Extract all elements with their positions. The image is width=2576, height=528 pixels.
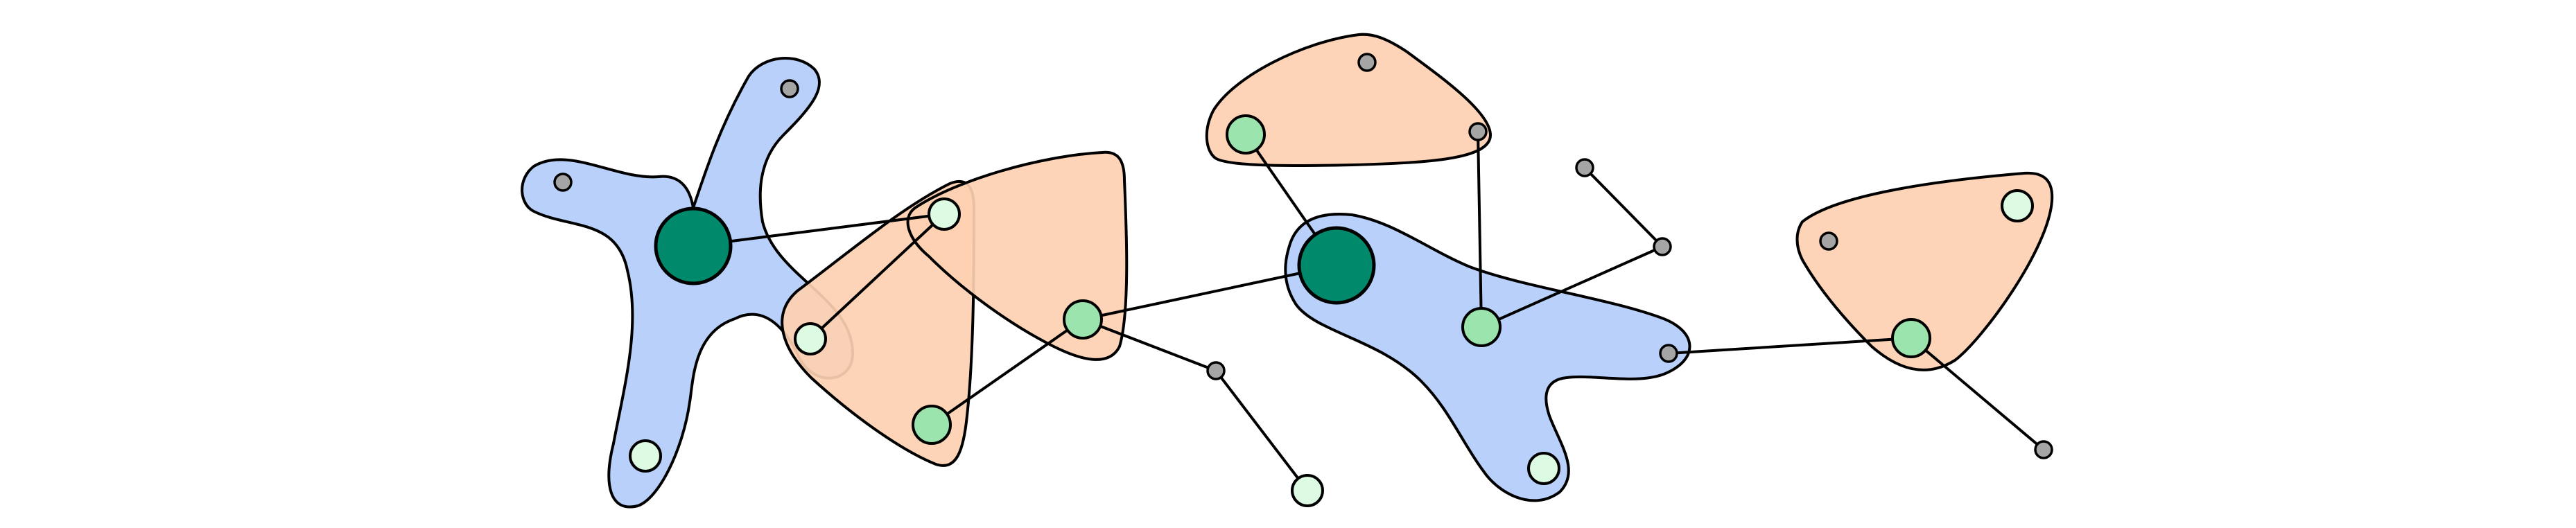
node-small-n14: [780, 79, 799, 98]
node-small-n19: [1819, 231, 1838, 251]
node-hub-n02: [1297, 226, 1376, 305]
node-light-n08: [794, 322, 827, 355]
node-small-n15: [553, 173, 573, 192]
edge-n07-n23: [1910, 337, 2045, 451]
edge-n18-n11: [1215, 369, 1309, 492]
edge-n09-n08: [809, 213, 946, 340]
node-light-n12: [1527, 452, 1560, 485]
node-small-n17: [1468, 122, 1488, 141]
node-small-n16: [1357, 53, 1377, 72]
edge-n03-n04: [930, 318, 1084, 426]
node-light-n13: [2001, 189, 2034, 222]
edge-n06-n17: [1477, 130, 1483, 328]
region-blue-middle: [1284, 213, 1691, 502]
region-orange-right: [1795, 171, 2054, 371]
node-light-n09: [928, 197, 961, 231]
region-orange-top: [1205, 33, 1492, 167]
node-hub-n01: [654, 206, 733, 285]
edge-n03-n18: [1081, 318, 1217, 372]
node-light-n11: [1291, 474, 1324, 507]
edge-n20-n21: [1583, 166, 1664, 248]
edge-n01-n09: [692, 213, 946, 247]
node-mid-n06: [1461, 307, 1502, 347]
edge-n06-n21: [1480, 245, 1664, 328]
node-small-n20: [1575, 158, 1594, 177]
node-mid-n05: [1226, 114, 1266, 155]
node-small-n21: [1653, 237, 1672, 256]
node-light-n10: [629, 439, 662, 473]
node-small-n23: [2034, 440, 2053, 459]
edge-n22-n07: [1667, 337, 1913, 355]
node-mid-n04: [912, 405, 952, 445]
node-mid-n07: [1891, 318, 1931, 358]
node-mid-n03: [1063, 299, 1103, 340]
edges-layer: [692, 130, 2045, 492]
node-small-n18: [1206, 361, 1226, 380]
nodes-layer: [553, 53, 2053, 507]
edge-n03-n02: [1081, 264, 1338, 321]
node-small-n22: [1659, 344, 1678, 363]
